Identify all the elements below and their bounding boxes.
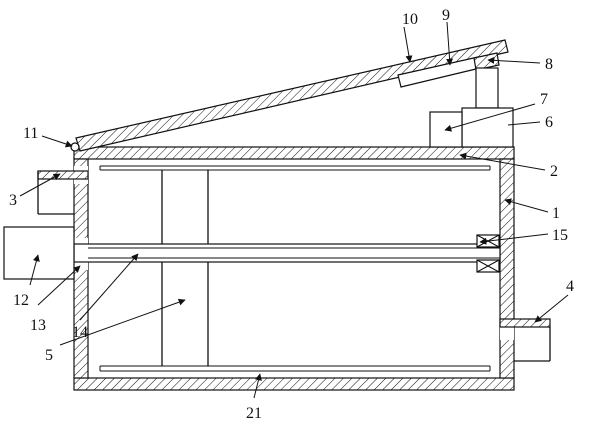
label-2: 2: [550, 163, 558, 180]
leader-10: [403, 26, 413, 63]
housing: [73, 146, 515, 391]
leader-7: [444, 103, 536, 132]
label-14: 14: [72, 324, 88, 341]
label-6: 6: [545, 114, 553, 131]
leader-15: [479, 233, 549, 245]
label-1: 1: [552, 205, 560, 222]
outlet-pipe: [499, 318, 551, 362]
top-plate: [73, 146, 515, 160]
label-5: 5: [45, 347, 53, 364]
leader-13: [37, 265, 81, 306]
leader-2: [459, 152, 546, 171]
label-4: 4: [566, 278, 574, 295]
hinge: [70, 142, 80, 152]
leader-12: [29, 254, 40, 286]
label-15: 15: [552, 227, 568, 244]
label-13: 13: [30, 317, 46, 334]
leader-3: [19, 173, 61, 197]
label-21: 21: [246, 405, 262, 422]
cylinder: [461, 107, 514, 148]
label-12: 12: [13, 292, 29, 309]
label-9: 9: [442, 7, 450, 24]
leader-11: [41, 135, 73, 148]
shaft: [73, 243, 501, 263]
leaders: [19, 21, 569, 399]
inlet-pipe: [37, 170, 89, 215]
bearing-bottom: [476, 259, 500, 273]
leader-1: [504, 198, 549, 213]
leader-6: [507, 121, 541, 126]
leader-5: [59, 298, 186, 346]
label-7: 7: [540, 91, 548, 108]
label-3: 3: [9, 192, 17, 209]
label-10: 10: [402, 11, 418, 28]
motor: [3, 226, 75, 280]
leader-9: [446, 21, 454, 66]
leader-4: [534, 294, 569, 323]
leader-14: [79, 253, 139, 321]
right-wall: [499, 158, 515, 379]
leader-8: [487, 56, 541, 64]
bottom-plate: [73, 377, 515, 391]
support-rod: [475, 67, 499, 109]
label-8: 8: [545, 56, 553, 73]
leader-21: [253, 373, 262, 399]
label-11: 11: [23, 125, 38, 142]
